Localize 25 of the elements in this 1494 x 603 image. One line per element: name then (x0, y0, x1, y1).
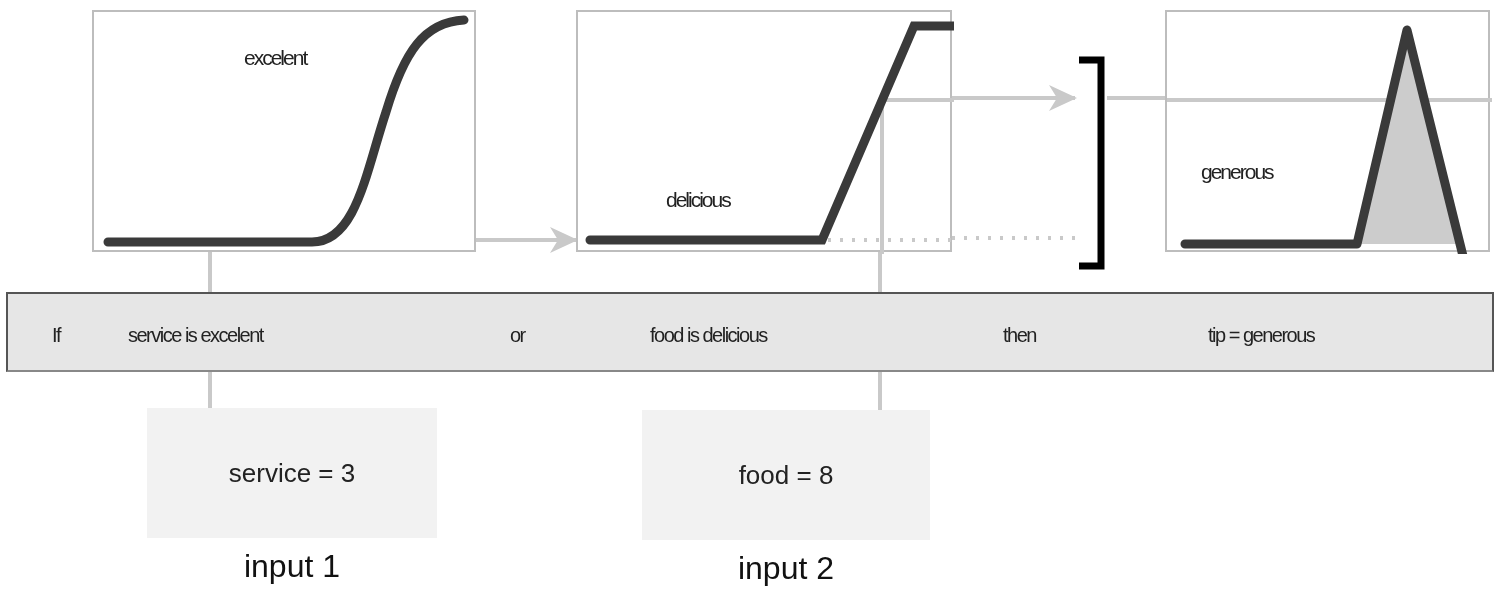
connector-line (208, 372, 212, 408)
arrow (952, 85, 1077, 111)
connector-line (1107, 96, 1165, 100)
arrow (476, 227, 578, 253)
rule-text: food is delicious (650, 323, 767, 348)
input-caption: input 1 (243, 547, 341, 586)
input-caption: input 2 (737, 549, 835, 588)
fuzzy-set-label: generous (1201, 159, 1273, 185)
rule-band (6, 292, 1494, 372)
rule-text: service is excelent (128, 323, 263, 348)
rule-text: If (52, 323, 61, 348)
connector-line (878, 372, 882, 410)
rule-text: or (510, 323, 525, 348)
rule-text: then (1003, 323, 1036, 348)
input-box (147, 408, 437, 538)
membership-chart (1165, 10, 1490, 252)
fuzzy-set-label: excelent (244, 45, 307, 71)
connector-line (208, 252, 212, 292)
input-value: service = 3 (228, 456, 356, 490)
rule-text: tip = generous (1208, 323, 1315, 348)
connector-line (878, 252, 882, 292)
fuzzy-set-label: delicious (666, 187, 730, 213)
input-value: food = 8 (738, 458, 834, 492)
dotted-connector (952, 236, 1075, 240)
input-box (642, 410, 930, 540)
